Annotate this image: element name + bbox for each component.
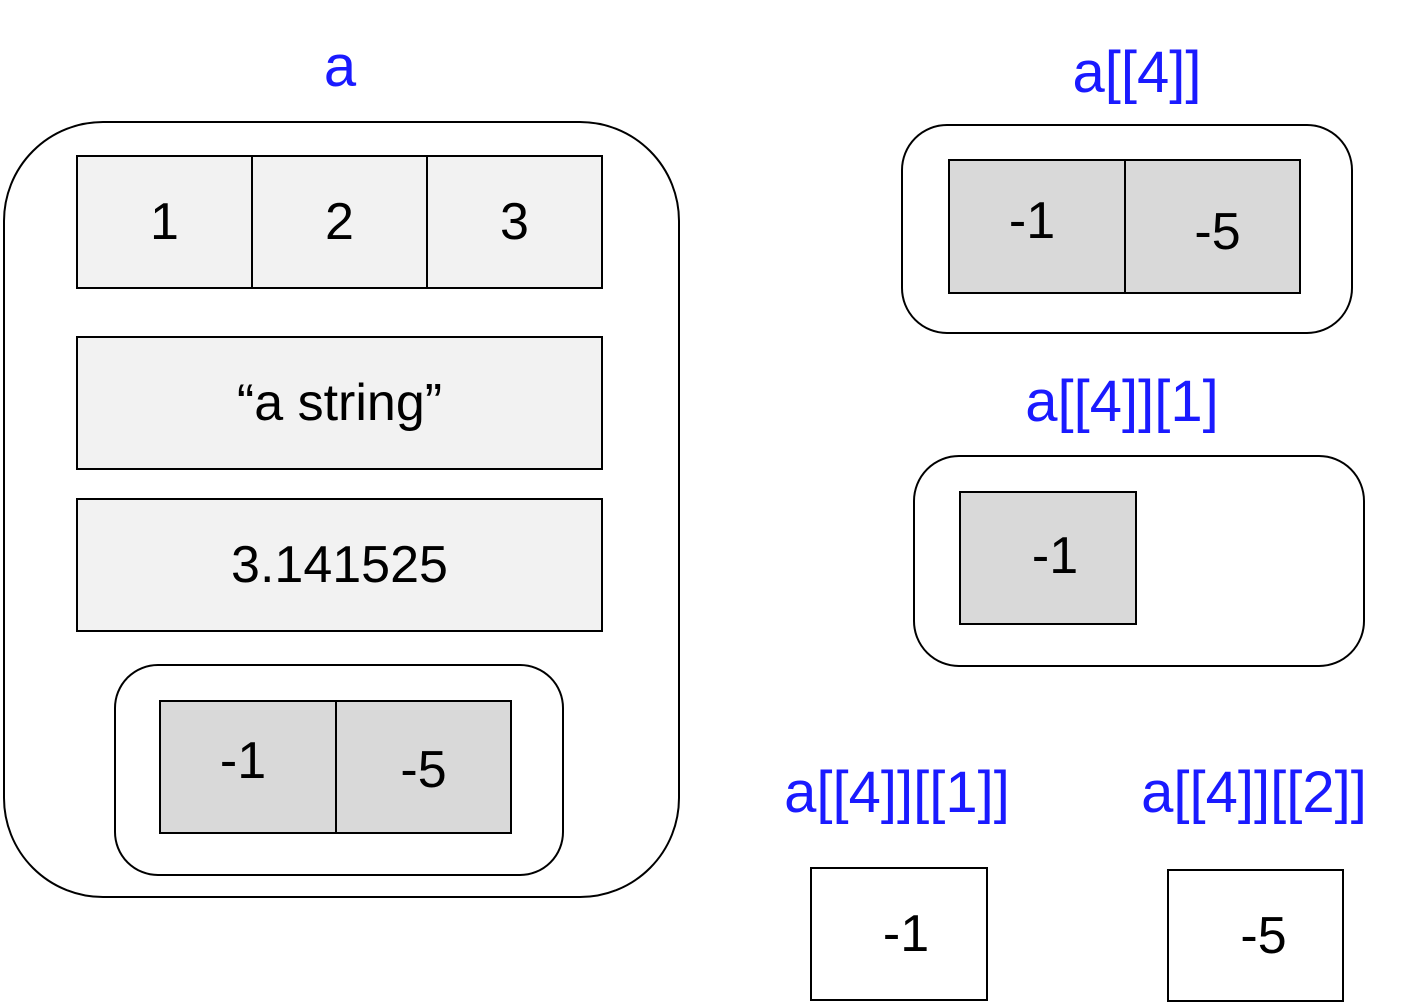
label-a: a	[323, 34, 357, 99]
nested-cell-1: -1	[159, 700, 337, 834]
number-element: 3.141525	[76, 498, 603, 632]
label-a-4-el-1: a[[4]][[1]]	[784, 760, 1010, 825]
string-element: “a string”	[76, 336, 603, 470]
vector-cell-2: 2	[251, 155, 428, 289]
vector-cell-3: 3	[426, 155, 603, 289]
label-a-4-1: a[[4]][1]	[1025, 369, 1219, 434]
element-first-box: -1	[810, 867, 988, 1001]
sub-list-first-cell: -1	[959, 491, 1137, 625]
element-second-box: -5	[1167, 869, 1344, 1002]
sub-list-cell-2: -5	[1124, 159, 1301, 294]
nested-cell-2: -5	[335, 700, 512, 834]
label-a-4-el-2: a[[4]][[2]]	[1141, 760, 1367, 825]
vector-cell-1: 1	[76, 155, 253, 289]
label-a-4: a[[4]]	[1072, 40, 1202, 105]
sub-list-cell-1: -1	[948, 159, 1126, 294]
